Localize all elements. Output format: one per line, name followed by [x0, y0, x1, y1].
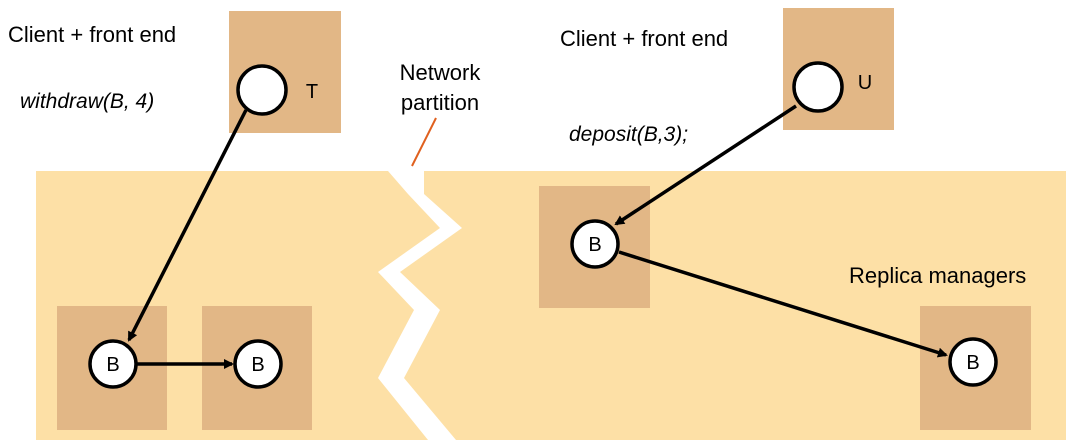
network-partition-pointer	[411, 117, 437, 167]
arrow-b-to-b-right	[618, 250, 948, 358]
arrow-u-to-b	[614, 104, 797, 226]
node-b-right1-circle	[570, 219, 620, 269]
node-b-left1-label: B	[106, 354, 119, 376]
node-t-circle	[236, 64, 288, 116]
client-label-right: Client + front end	[560, 26, 728, 51]
node-t-label: T	[306, 81, 318, 103]
network-label-line1: Network	[400, 60, 482, 85]
node-u-circle	[792, 61, 844, 113]
arrow-t-to-b	[127, 109, 248, 342]
replica-managers-label: Replica managers	[849, 263, 1026, 288]
node-u-label: U	[858, 72, 872, 94]
node-b-left2-circle	[233, 339, 283, 389]
deposit-label: deposit(B,3);	[569, 123, 688, 146]
network-label-line2: partition	[401, 90, 479, 115]
node-b-right2-label: B	[966, 352, 979, 374]
node-b-left2-label: B	[251, 354, 264, 376]
node-b-right2-circle	[948, 337, 998, 387]
node-b-right1-label: B	[588, 234, 601, 256]
withdraw-label: withdraw(B, 4)	[20, 90, 154, 113]
client-label-left: Client + front end	[8, 22, 176, 47]
node-b-left1-circle	[88, 339, 138, 389]
